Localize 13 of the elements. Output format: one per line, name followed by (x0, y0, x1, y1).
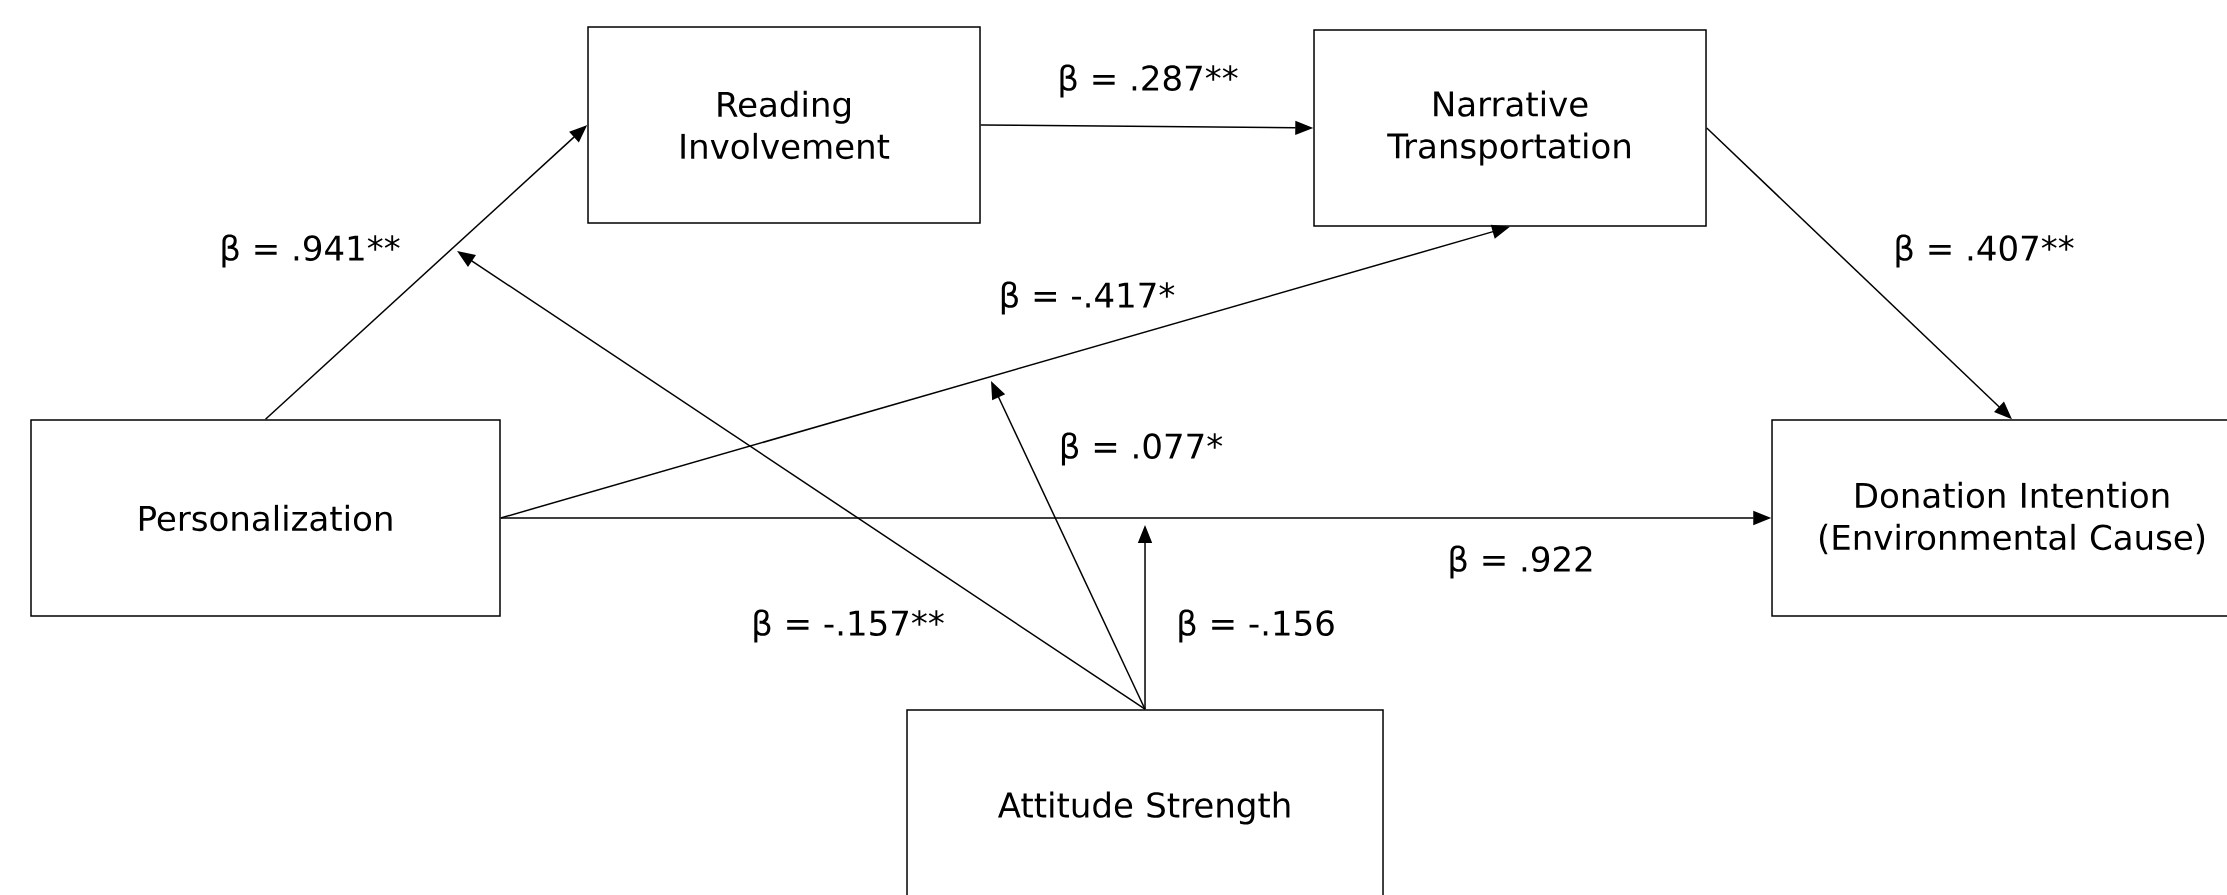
variable-box: Donation Intention (Environmental Cause) (1771, 419, 2227, 617)
variable-box: Reading Involvement (587, 26, 981, 224)
edge-label: β = .077* (1061, 432, 1223, 466)
edge-label: β = -.417* (1001, 281, 1175, 315)
edge-label: β = .941** (222, 234, 400, 268)
edge-label: β = -.156 (1179, 609, 1334, 643)
variable-box: Narrative Transportation (1313, 29, 1707, 227)
edge-label: β = .922 (1450, 545, 1592, 579)
edge-label: β = -.157** (754, 609, 944, 643)
edge-label: β = .287** (1060, 64, 1238, 98)
edge-label: β = .407** (1896, 234, 2074, 268)
variable-box: Personalization (30, 419, 501, 617)
variable-box: Attitude Strength (906, 709, 1384, 895)
